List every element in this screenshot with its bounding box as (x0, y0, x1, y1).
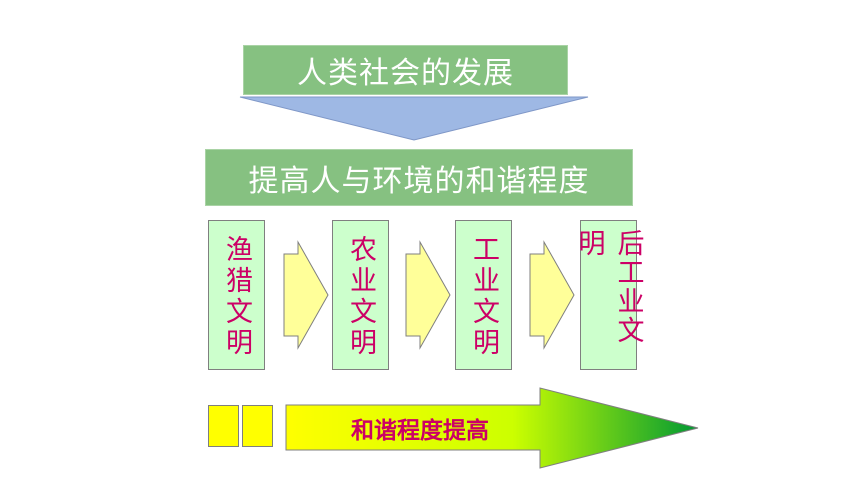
stage-label: 渔猎文明 (221, 235, 252, 359)
progress-arrow-label: 和谐程度提高 (351, 418, 489, 444)
stage-industrial: 工业文明 (455, 220, 512, 370)
progress-arrow (285, 387, 699, 469)
stage-label: 农业文明 (345, 235, 376, 359)
title-box: 人类社会的发展 (243, 45, 568, 95)
stage-label: 工业文明 (468, 235, 499, 359)
small-rect-1 (208, 405, 239, 447)
down-arrow (239, 96, 589, 141)
stage-agriculture: 农业文明 (332, 220, 389, 370)
small-rect-2 (242, 405, 273, 447)
chevron-arrow-2 (405, 240, 451, 350)
goal-text: 提高人与环境的和谐程度 (248, 163, 590, 199)
stage-post-industrial: 后工业文明 (574, 220, 644, 370)
goal-box: 提高人与环境的和谐程度 (205, 149, 633, 206)
title-text: 人类社会的发展 (297, 56, 514, 91)
chevron-arrow-1 (283, 240, 329, 350)
chevron-arrow-3 (529, 240, 575, 350)
stage-hunting: 渔猎文明 (208, 220, 265, 370)
stage-label: 后工业文明 (573, 229, 644, 345)
